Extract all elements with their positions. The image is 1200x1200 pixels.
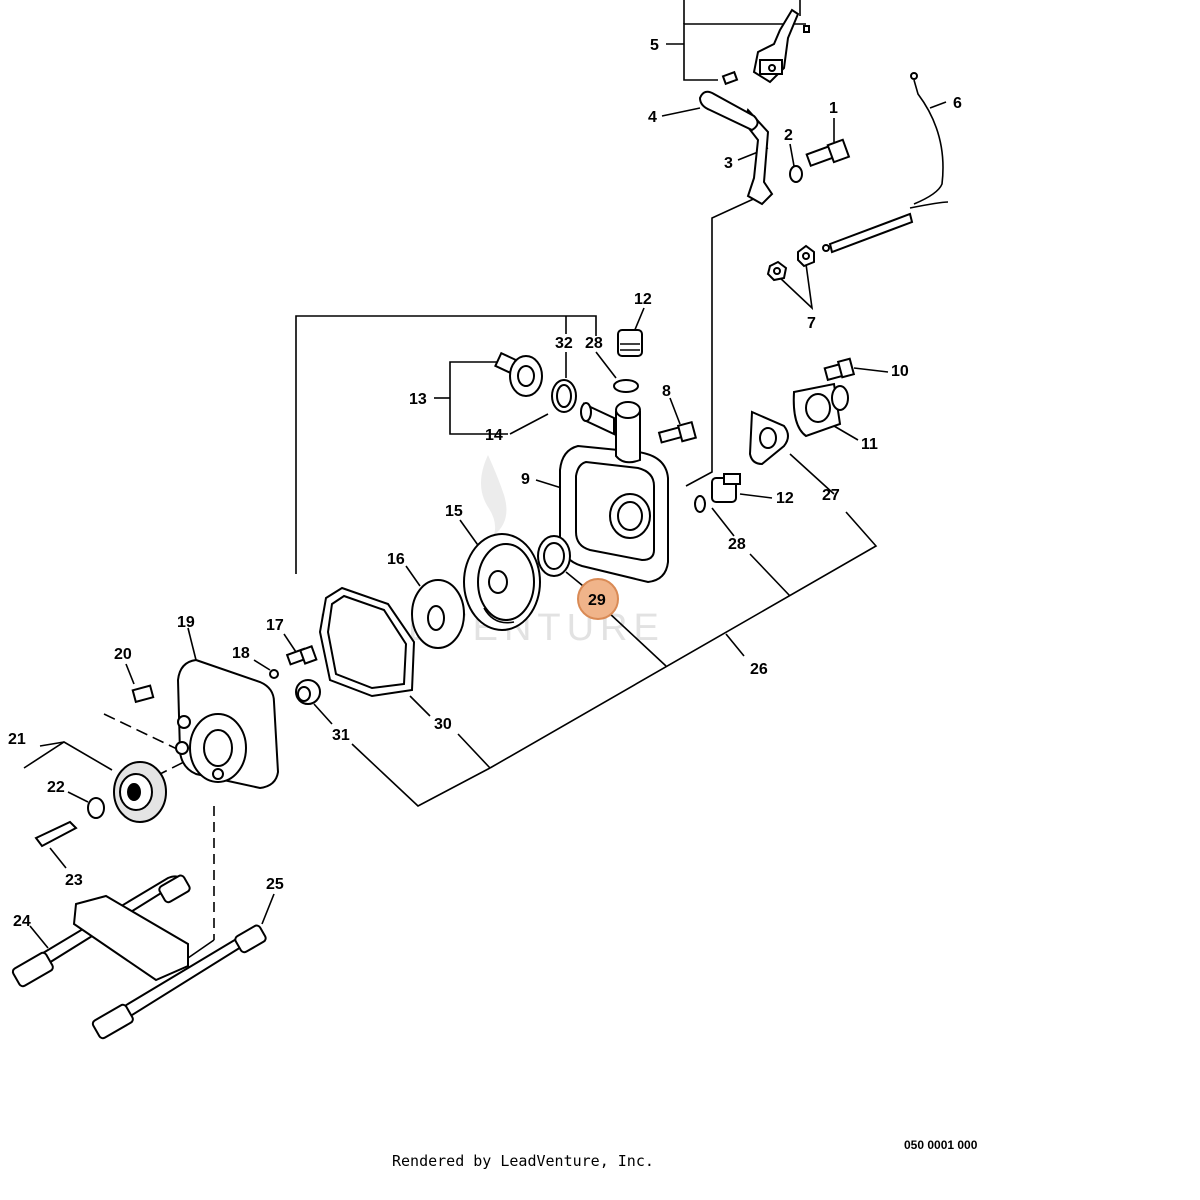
- callout-27[interactable]: 27: [822, 487, 840, 504]
- part-28-oring-right: [694, 495, 706, 513]
- part-10-bolt: [823, 357, 856, 382]
- part-15-impeller: [463, 533, 541, 631]
- callout-7[interactable]: 7: [807, 315, 816, 332]
- callout-6[interactable]: 6: [953, 95, 962, 112]
- part-9-pump-housing: [559, 401, 669, 584]
- part-7-nuts: [766, 244, 815, 282]
- part-2-washer: [789, 165, 803, 183]
- callout-29[interactable]: 29: [588, 592, 606, 609]
- callout-labels: 5 4 3 1 2 6 7 12 32 28 13 14 8 10 11 9 1…: [8, 37, 962, 930]
- callout-12-top[interactable]: 12: [634, 291, 652, 308]
- part-1-bolt: [805, 138, 851, 168]
- part-17-bolt: [285, 645, 318, 666]
- part-5-throttle-bracket: [721, 8, 810, 86]
- callout-30[interactable]: 30: [434, 716, 452, 733]
- part-21-bearing: [113, 761, 167, 823]
- callout-2[interactable]: 2: [784, 127, 793, 144]
- callout-21[interactable]: 21: [8, 731, 26, 748]
- callout-9[interactable]: 9: [521, 471, 530, 488]
- part-28-oring-top: [613, 379, 639, 393]
- part-13-fitting: [494, 351, 543, 397]
- callout-24[interactable]: 24: [13, 913, 31, 930]
- callout-17[interactable]: 17: [266, 617, 284, 634]
- part-8-bolt: [657, 420, 698, 444]
- callout-8[interactable]: 8: [662, 383, 671, 400]
- part-12-plug-right: [711, 473, 741, 503]
- callout-10[interactable]: 10: [891, 363, 909, 380]
- parts: [11, 8, 949, 1040]
- footer-credit: Rendered by LeadVenture, Inc.: [392, 1152, 654, 1170]
- part-24-base-frame: [11, 874, 191, 988]
- leader-lines: [23, 0, 947, 959]
- diagram-code: 050 0001 000: [904, 1138, 978, 1152]
- callout-26[interactable]: 26: [750, 661, 768, 678]
- part-16-wear-plate: [411, 579, 465, 649]
- callout-14[interactable]: 14: [485, 427, 503, 444]
- part-11-outlet: [792, 382, 849, 438]
- part-31-seal: [295, 679, 321, 705]
- callout-4[interactable]: 4: [648, 109, 657, 126]
- callout-3[interactable]: 3: [724, 155, 733, 172]
- callout-31[interactable]: 31: [332, 727, 350, 744]
- callout-20[interactable]: 20: [114, 646, 132, 663]
- highlight-marker[interactable]: [577, 578, 619, 620]
- part-27-gasket: [748, 410, 789, 466]
- callout-25[interactable]: 25: [266, 876, 284, 893]
- callout-19[interactable]: 19: [177, 614, 195, 631]
- part-12-plug-top: [617, 329, 643, 357]
- callout-15[interactable]: 15: [445, 503, 463, 520]
- callout-12-right[interactable]: 12: [776, 490, 794, 507]
- part-25-base-frame: [91, 924, 267, 1040]
- part-20-bolt: [131, 684, 155, 704]
- callout-1[interactable]: 1: [829, 100, 838, 117]
- callout-11[interactable]: 11: [861, 436, 878, 453]
- callout-32[interactable]: 32: [555, 335, 573, 352]
- part-19-housing: [175, 658, 280, 790]
- callout-18[interactable]: 18: [232, 645, 250, 662]
- part-18-pin: [269, 669, 279, 679]
- callout-13[interactable]: 13: [409, 391, 427, 408]
- part-22-nut: [87, 797, 105, 819]
- part-30-gasket: [318, 586, 416, 698]
- callout-23[interactable]: 23: [65, 872, 83, 889]
- callout-16[interactable]: 16: [387, 551, 405, 568]
- part-23-key: [34, 820, 78, 848]
- callout-22[interactable]: 22: [47, 779, 65, 796]
- part-6-cable: [822, 72, 949, 254]
- part-4-grip: [698, 90, 759, 132]
- part-3-lever: [742, 108, 774, 206]
- callout-28-top[interactable]: 28: [585, 335, 603, 352]
- part-29-seal: [537, 535, 571, 577]
- part-32-gasket: [551, 379, 577, 413]
- callout-28-right[interactable]: 28: [728, 536, 746, 553]
- callout-5[interactable]: 5: [650, 37, 659, 54]
